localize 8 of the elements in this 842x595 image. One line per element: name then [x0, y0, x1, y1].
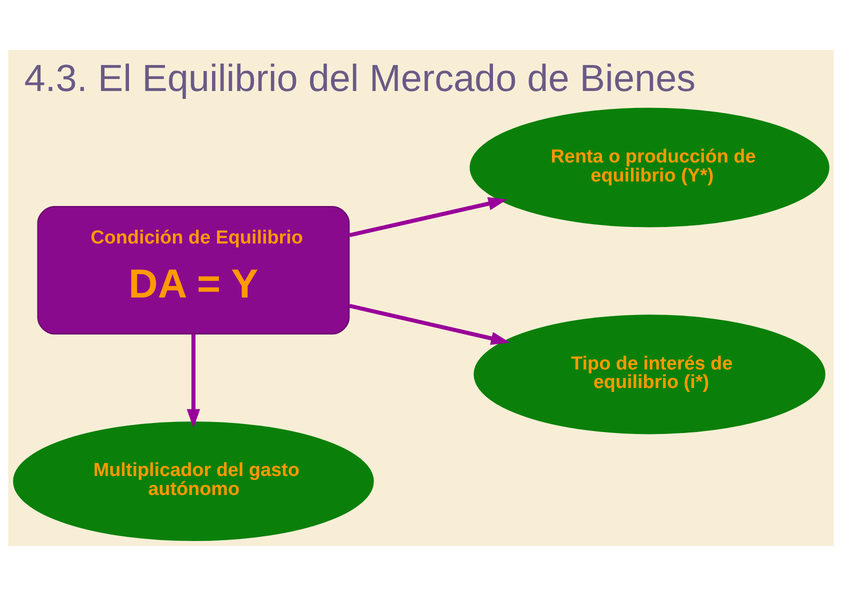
node-box: Condición de Equilibrio DA = Y	[37, 206, 350, 334]
node-ellipse: Multiplicador del gasto autónomo	[13, 421, 374, 541]
node-ellipse: Renta o producción de equilibrio (Y*)	[470, 107, 830, 227]
node-ellipse: Tipo de interés de equilibrio (i*)	[474, 314, 826, 434]
arrow	[349, 196, 508, 237]
diagram-title: 4.3. El Equilibrio del Mercado de Bienes	[24, 58, 696, 100]
arrow	[349, 303, 510, 344]
arrow	[186, 334, 200, 428]
